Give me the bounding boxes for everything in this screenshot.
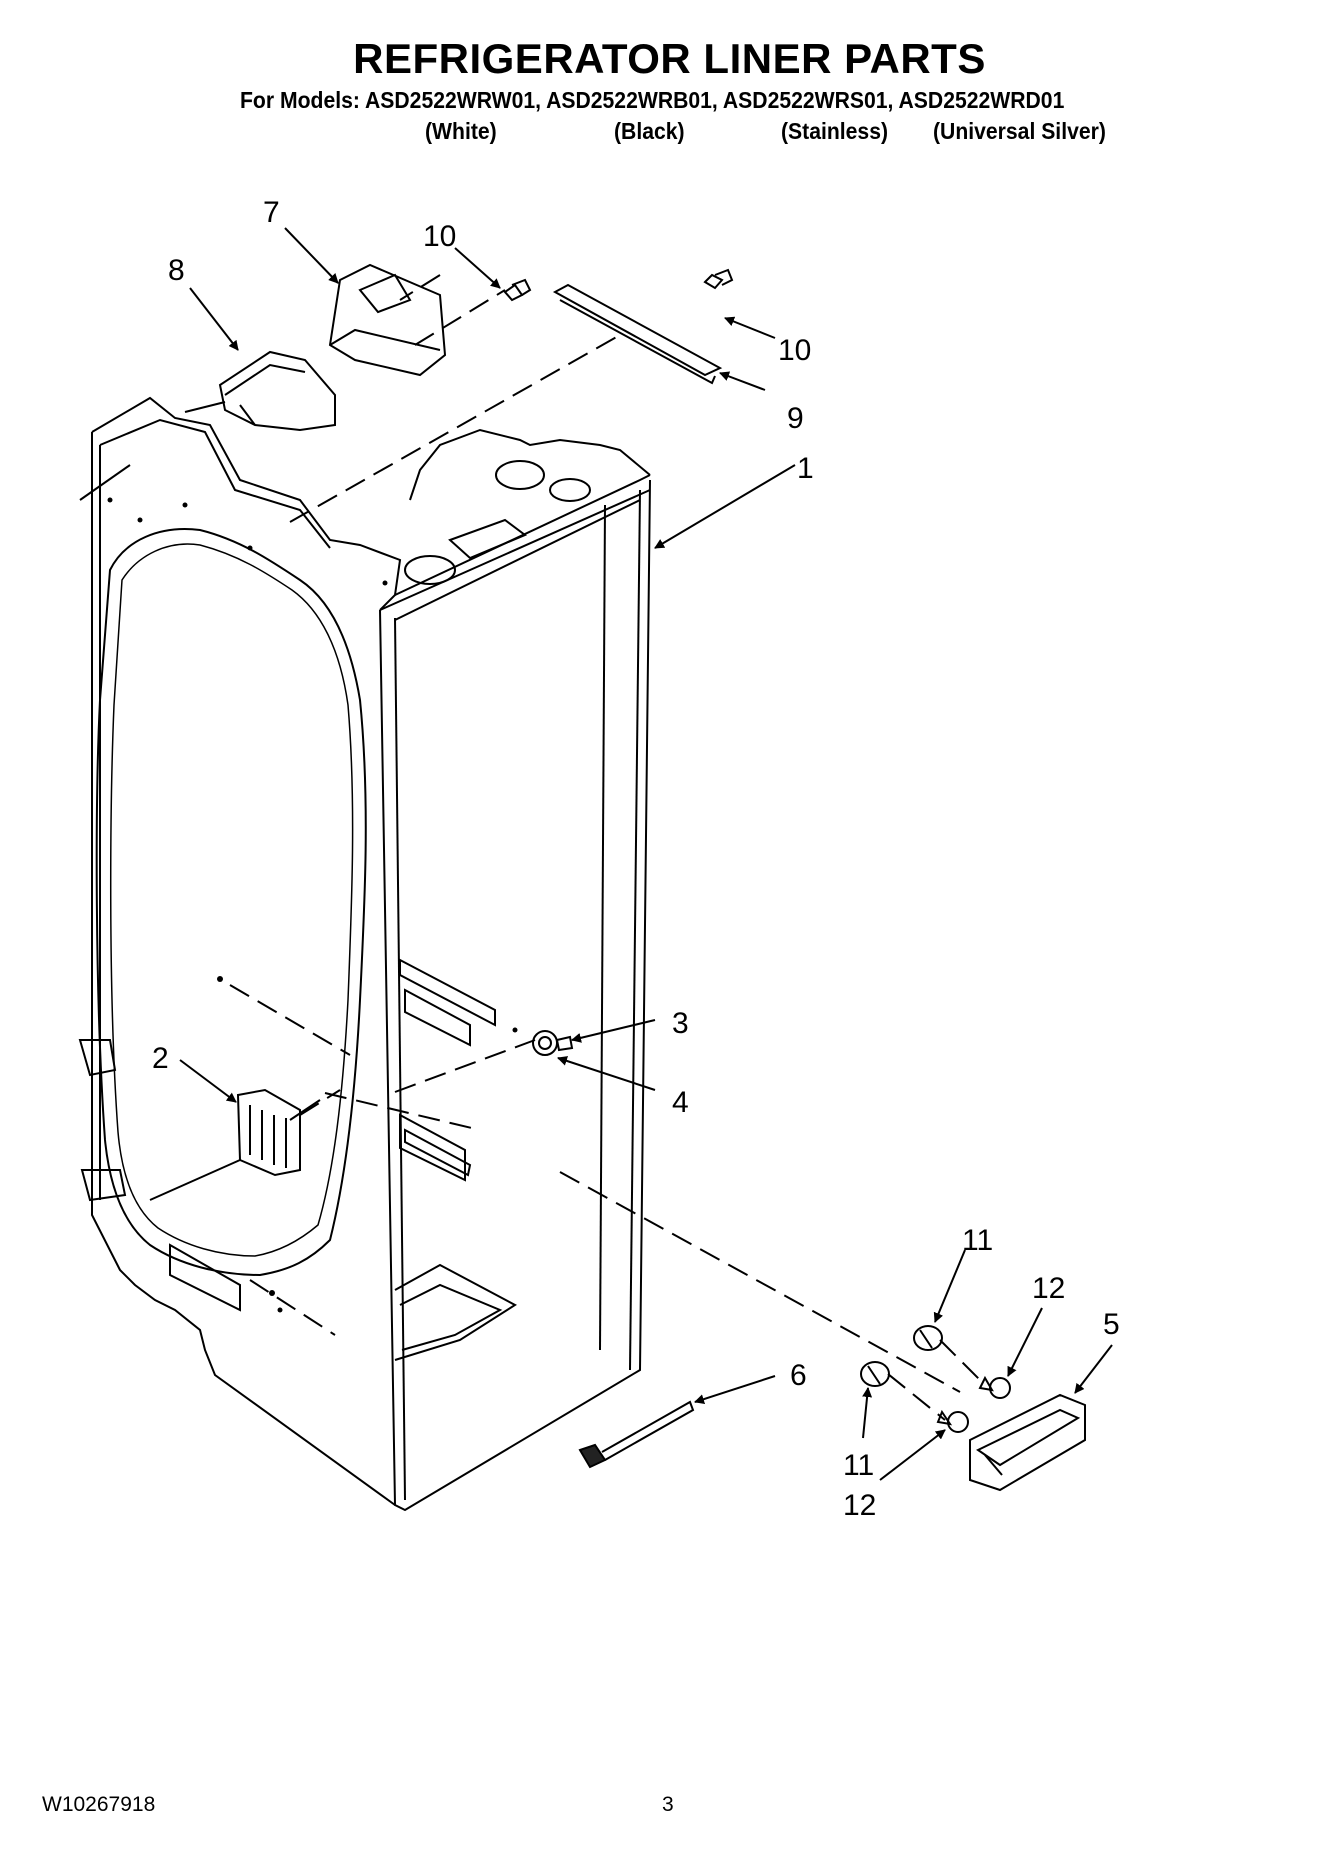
assembly-guide-lines	[229, 274, 983, 1421]
callout-8: 8	[168, 254, 185, 287]
callout-4: 4	[672, 1086, 689, 1119]
cable-tie-part-6	[578, 1400, 695, 1469]
callout-2: 2	[152, 1042, 169, 1075]
models-line: For Models: ASD2522WRW01, ASD2522WRB01, …	[240, 87, 1065, 113]
liner-cabinet-part-1	[78, 396, 651, 1512]
callout-11-lower: 11	[843, 1449, 874, 1482]
callout-numbers: 7 8 10 10 9 1 3 4 2 6 11 12 5 11 12	[152, 196, 1120, 1522]
mounting-holes	[107, 497, 518, 1313]
callout-leaders	[179, 227, 1113, 1481]
callout-12-lower: 12	[843, 1489, 876, 1522]
callout-1: 1	[797, 452, 814, 485]
variant-white: (White)	[425, 118, 497, 144]
page-title: REFRIGERATOR LINER PARTS	[353, 35, 986, 82]
bracket-cover-part-7	[328, 263, 447, 377]
rail-part-9	[552, 283, 723, 385]
variant-universal-silver: (Universal Silver)	[933, 118, 1106, 144]
document-number: W10267918	[42, 1793, 156, 1816]
variant-black: (Black)	[614, 118, 685, 144]
callout-9: 9	[787, 402, 804, 435]
callout-7: 7	[263, 196, 280, 229]
caps-screws-parts-11-12	[860, 1325, 1011, 1433]
callout-6: 6	[790, 1359, 807, 1392]
screws-part-10	[503, 268, 734, 302]
callout-10-upper-right: 10	[778, 334, 811, 367]
callout-10-upper-left: 10	[423, 220, 456, 253]
callout-5: 5	[1103, 1308, 1120, 1341]
variant-stainless: (Stainless)	[781, 118, 889, 144]
callout-12-upper: 12	[1032, 1272, 1065, 1305]
control-housing-part-8	[218, 350, 336, 432]
connector-lines	[79, 401, 321, 1201]
callout-11-upper: 11	[962, 1224, 993, 1257]
callout-3: 3	[672, 1007, 689, 1040]
screw-washer-parts-3-4	[532, 1030, 574, 1056]
bracket-part-5	[969, 1393, 1086, 1492]
vent-grille-part-2	[236, 1088, 301, 1177]
page-number: 3	[662, 1793, 674, 1816]
